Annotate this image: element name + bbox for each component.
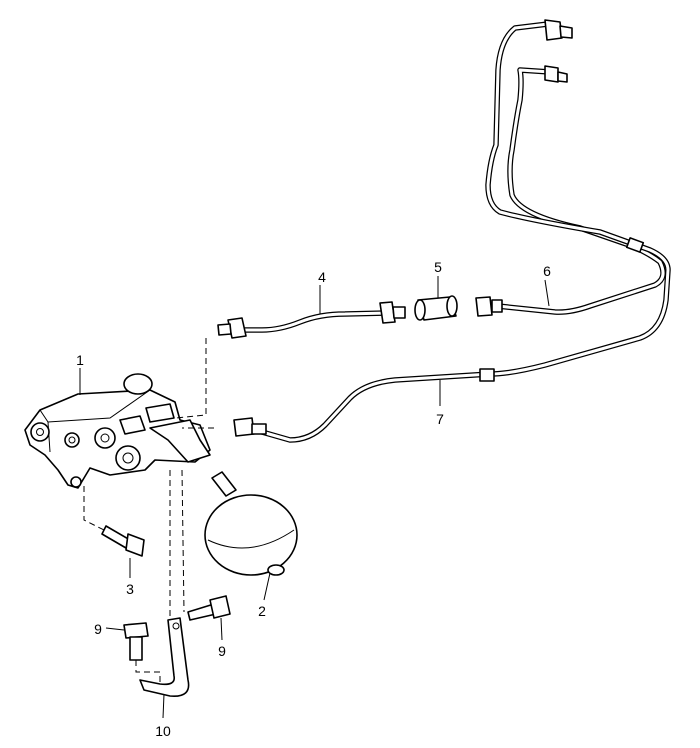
connector-5 <box>414 295 458 321</box>
callout-3: 3 <box>126 581 134 597</box>
callout-7: 7 <box>436 411 444 427</box>
leader-lines <box>79 276 550 719</box>
callout-10: 10 <box>155 723 171 739</box>
bolt-3 <box>101 525 145 557</box>
callout-9-left: 9 <box>94 621 102 637</box>
brake-line-7 <box>259 21 671 443</box>
callout-5: 5 <box>434 259 442 275</box>
callout-6: 6 <box>543 263 551 279</box>
bracket-10 <box>139 617 190 697</box>
callout-1: 1 <box>76 352 84 368</box>
pressure-accumulator-2 <box>204 471 298 576</box>
top-fitting-lower <box>544 65 568 83</box>
brake-line-6 <box>485 67 666 315</box>
callout-2: 2 <box>258 603 266 619</box>
valve-unit-1 <box>24 373 211 489</box>
callout-4: 4 <box>318 269 326 285</box>
bolt-9-right <box>187 595 231 621</box>
top-fitting-upper <box>544 19 573 41</box>
bolt-9-left <box>123 622 149 661</box>
line-6-fitting <box>475 296 503 317</box>
brake-line-4 <box>217 301 406 339</box>
line-7-fitting <box>233 417 267 437</box>
callout-9-right: 9 <box>218 643 226 659</box>
